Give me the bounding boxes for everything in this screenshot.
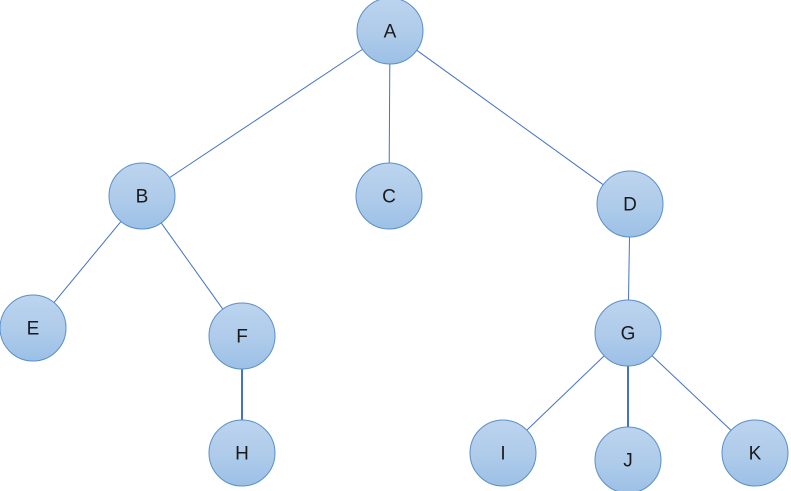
node-k[interactable]: K xyxy=(721,419,789,487)
node-circle-a[interactable] xyxy=(356,0,424,65)
node-circle-g[interactable] xyxy=(594,299,662,367)
node-b[interactable]: B xyxy=(108,162,176,230)
node-c[interactable]: C xyxy=(355,162,423,230)
node-circle-b[interactable] xyxy=(108,162,176,230)
edge-b-f xyxy=(160,221,224,311)
edge-g-k xyxy=(650,354,733,432)
edge-a-c xyxy=(388,62,391,165)
node-circle-d[interactable] xyxy=(596,170,664,238)
node-i[interactable]: I xyxy=(469,419,537,487)
edge-a-b xyxy=(168,48,364,179)
node-circle-i[interactable] xyxy=(469,419,537,487)
edge-a-d xyxy=(415,49,605,186)
node-circle-e[interactable] xyxy=(0,294,67,362)
edges-layer xyxy=(52,48,733,432)
edge-g-i xyxy=(525,354,606,432)
node-f[interactable]: F xyxy=(208,302,276,370)
node-d[interactable]: D xyxy=(596,170,664,238)
node-circle-j[interactable] xyxy=(594,426,662,491)
node-h[interactable]: H xyxy=(208,419,276,487)
node-g[interactable]: G xyxy=(594,299,662,367)
node-e[interactable]: E xyxy=(0,294,67,362)
node-circle-c[interactable] xyxy=(355,162,423,230)
node-j[interactable]: J xyxy=(594,426,662,491)
edge-d-g xyxy=(628,235,630,302)
edge-b-e xyxy=(52,220,123,304)
node-circle-k[interactable] xyxy=(721,419,789,487)
node-circle-f[interactable] xyxy=(208,302,276,370)
node-a[interactable]: A xyxy=(356,0,424,65)
node-circle-h[interactable] xyxy=(208,419,276,487)
